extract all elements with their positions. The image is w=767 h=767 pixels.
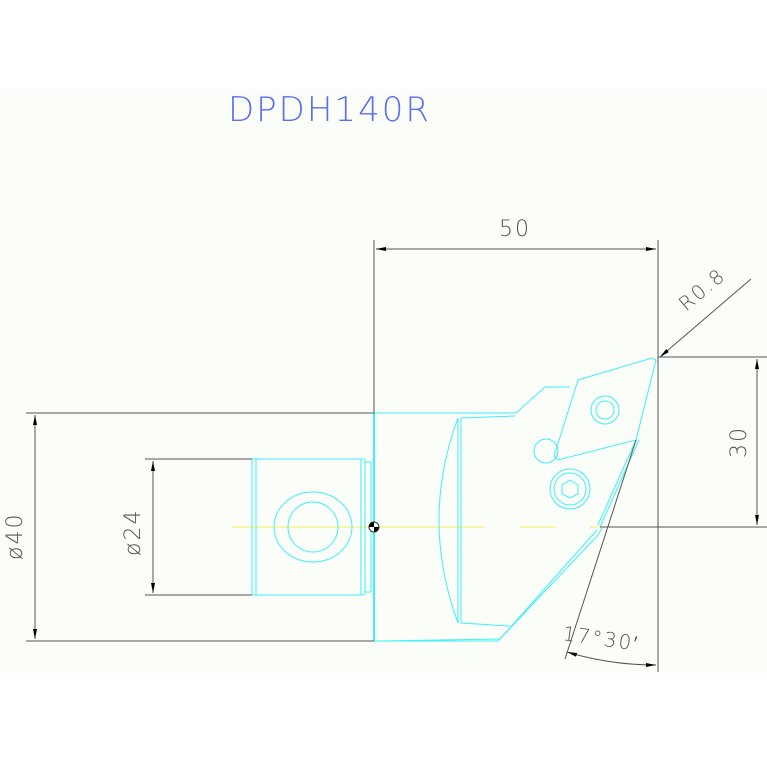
dim-angle-label: 17°30′: [561, 621, 640, 655]
holder-body-outline: [373, 357, 657, 642]
dim-nose-radius-label: R0.8: [674, 263, 731, 316]
drawing-title: DPDH140R: [228, 90, 431, 130]
dim-outer-diameter-label: ø40: [3, 513, 28, 560]
dimension-lines: [26, 240, 767, 672]
dim-offset-label: 30: [727, 426, 752, 458]
shank-outline: [251, 458, 372, 596]
dim-shank-diameter-label: ø24: [121, 509, 146, 556]
dim-length-label: 50: [499, 217, 531, 242]
drawing-sheet: [0, 90, 767, 673]
origin-marker-icon: [368, 521, 380, 533]
